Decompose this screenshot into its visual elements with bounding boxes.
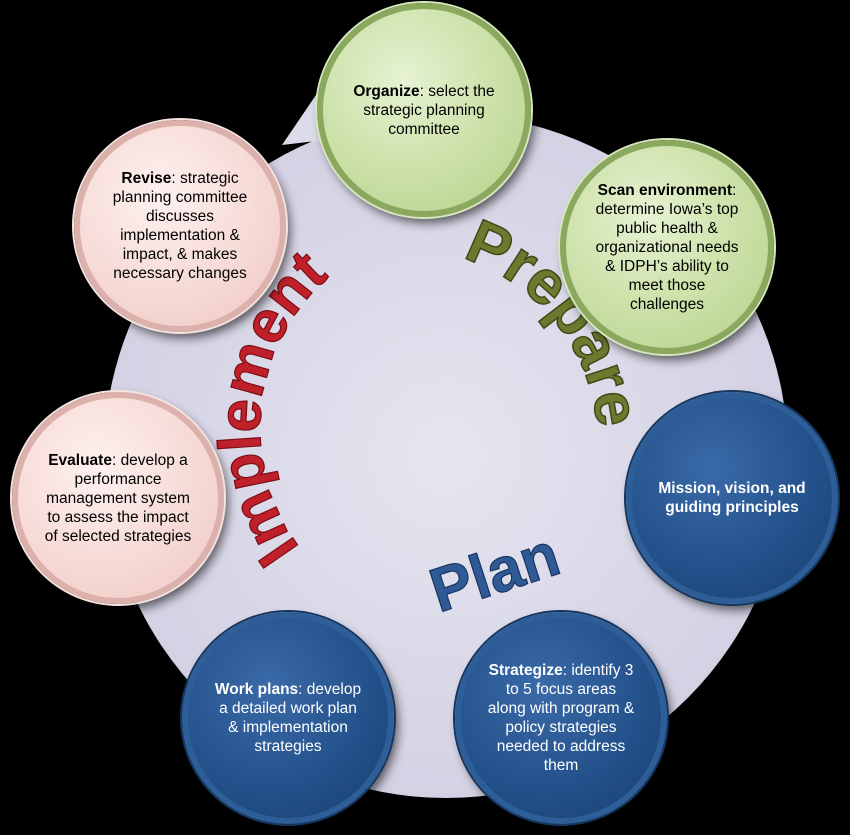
node-revise-text: Revise: strategic planning committee dis… bbox=[106, 169, 254, 283]
node-revise: Revise: strategic planning committee dis… bbox=[74, 120, 286, 332]
node-workplans-text: Work plans: develop a detailed work plan… bbox=[214, 680, 362, 756]
node-evaluate-text: Evaluate: develop a performance manageme… bbox=[42, 451, 194, 546]
node-workplans-description: : develop a detailed work plan & impleme… bbox=[219, 681, 362, 755]
node-revise-description: : strategic planning committee discusses… bbox=[112, 170, 248, 282]
node-revise-keyword: Revise bbox=[121, 170, 172, 187]
node-mission-vision: Mission, vision, and guiding principles bbox=[626, 392, 838, 604]
node-evaluate-description: : develop a performance management syste… bbox=[44, 451, 192, 545]
node-scan-keyword: Scan environment bbox=[597, 181, 733, 199]
node-organize-text: Organize: select the strategic planning … bbox=[349, 82, 499, 139]
node-scan-text: Scan environment: determine Iowa’s top p… bbox=[592, 181, 742, 314]
node-scan-description: : determine Iowa’s top public health & o… bbox=[595, 181, 739, 313]
node-strategize: Strategize: identify 3 to 5 focus areas … bbox=[455, 612, 667, 824]
node-strategize-text: Strategize: identify 3 to 5 focus areas … bbox=[487, 661, 635, 775]
node-work-plans: Work plans: develop a detailed work plan… bbox=[182, 612, 394, 824]
node-evaluate: Evaluate: develop a performance manageme… bbox=[12, 392, 224, 604]
node-strategize-description: : identify 3 to 5 focus areas along with… bbox=[487, 662, 635, 774]
phase-label-plan: Plan bbox=[422, 520, 568, 626]
node-evaluate-keyword: Evaluate bbox=[48, 451, 112, 469]
node-organize: Organize: select the strategic planning … bbox=[317, 3, 531, 217]
node-mission-text: Mission, vision, and guiding principles bbox=[658, 480, 806, 516]
node-scan-environment: Scan environment: determine Iowa’s top p… bbox=[560, 140, 774, 354]
node-organize-description: : select the strategic planning committe… bbox=[363, 82, 495, 138]
node-organize-keyword: Organize bbox=[353, 82, 420, 100]
node-workplans-keyword: Work plans bbox=[214, 681, 299, 698]
node-strategize-keyword: Strategize bbox=[488, 662, 563, 679]
